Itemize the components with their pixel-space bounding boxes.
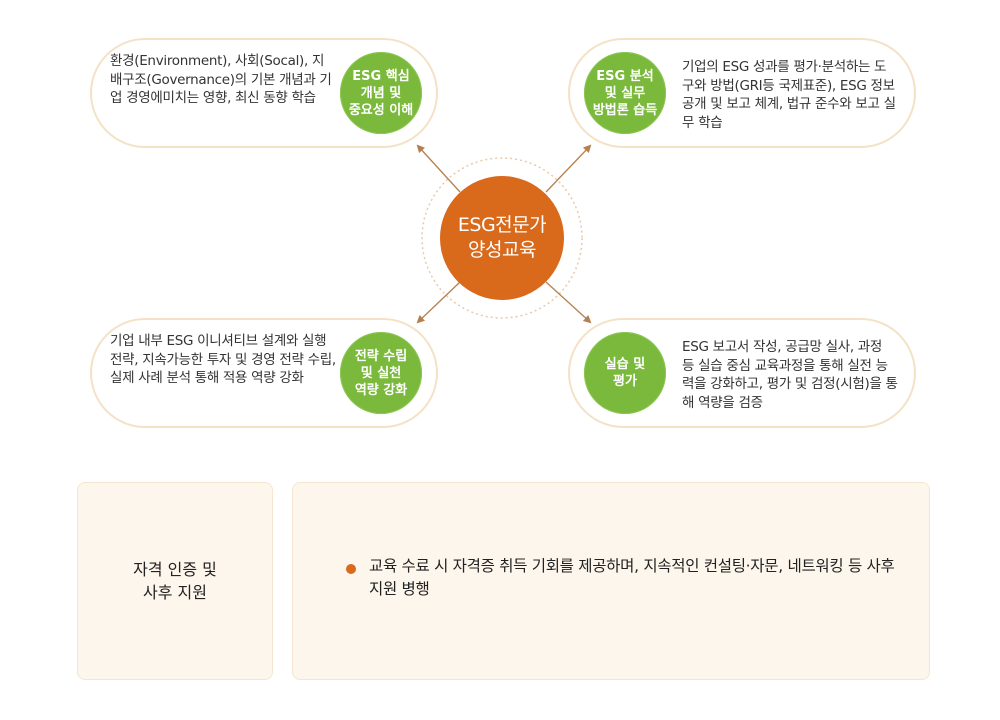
- module-badge: 전략 수립 및 실천 역량 강화: [340, 332, 422, 414]
- module-badge: ESG 분석 및 실무 방법론 습득: [584, 52, 666, 134]
- hub-dotted-ring: [421, 157, 583, 319]
- module-card-practice: 실습 및 평가 ESG 보고서 작성, 공급망 실사, 과정 등 실습 중심 교…: [568, 318, 916, 428]
- arrow-top-left: [416, 144, 461, 193]
- arrow-top-right: [545, 144, 592, 193]
- support-label: 자격 인증 및 사후 지원: [133, 560, 217, 602]
- module-description: 기업의 ESG 성과를 평가·분석하는 도구와 방법(GRI등 국제표준), E…: [682, 59, 896, 131]
- module-card-esg-concepts: 환경(Environment), 사회(Socal), 지배구조(Governa…: [90, 38, 438, 148]
- module-description: 기업 내부 ESG 이니셔티브 설계와 실행 전략, 지속가능한 투자 및 경영…: [110, 333, 336, 386]
- support-label-box: 자격 인증 및 사후 지원: [77, 482, 273, 680]
- arrow-bottom-right: [545, 281, 592, 324]
- center-hub: ESG전문가 양성교육: [440, 176, 564, 300]
- support-detail-box: 교육 수료 시 자격증 취득 기회를 제공하며, 지속적인 컨설팅·자문, 네트…: [292, 482, 930, 680]
- arrow-bottom-left: [416, 281, 461, 324]
- bullet-dot-icon: [346, 564, 356, 574]
- module-card-esg-analysis: ESG 분석 및 실무 방법론 습득 기업의 ESG 성과를 평가·분석하는 도…: [568, 38, 916, 148]
- module-badge: 실습 및 평가: [584, 332, 666, 414]
- module-card-strategy: 기업 내부 ESG 이니셔티브 설계와 실행 전략, 지속가능한 투자 및 경영…: [90, 318, 438, 428]
- support-text: 교육 수료 시 자격증 취득 기회를 제공하며, 지속적인 컨설팅·자문, 네트…: [369, 557, 895, 598]
- module-badge: ESG 핵심 개념 및 중요성 이해: [340, 52, 422, 134]
- module-description: ESG 보고서 작성, 공급망 실사, 과정 등 실습 중심 교육과정을 통해 …: [682, 339, 898, 411]
- module-description: 환경(Environment), 사회(Socal), 지배구조(Governa…: [110, 53, 332, 106]
